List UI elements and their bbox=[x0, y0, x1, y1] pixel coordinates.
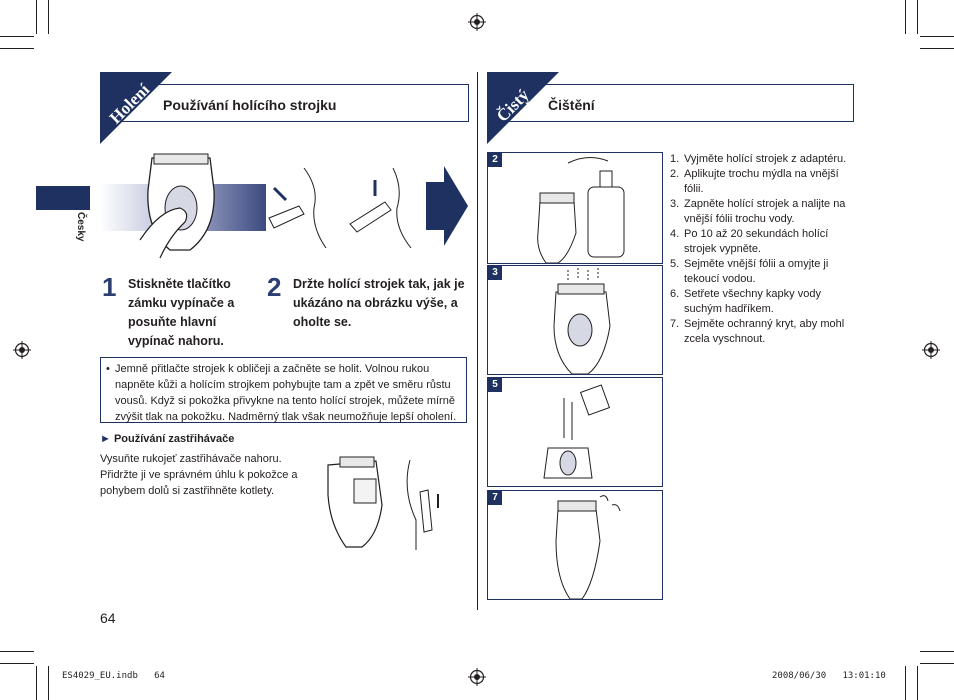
shaver-soap-illustration bbox=[537, 157, 625, 264]
list-item: 1.Vyjměte holící strojek z adaptéru. bbox=[670, 153, 847, 165]
page-divider bbox=[477, 72, 478, 610]
registration-mark-icon bbox=[468, 668, 486, 686]
triangle-right-icon: ► bbox=[100, 433, 111, 445]
section-title: Používání holícího strojku bbox=[163, 97, 337, 113]
shaver-rinse-illustration bbox=[553, 268, 611, 375]
step-number: 1 bbox=[102, 272, 117, 302]
crop-mark bbox=[920, 36, 954, 37]
illustration-panel: 7 bbox=[487, 490, 663, 600]
crop-mark bbox=[48, 0, 49, 34]
crop-mark bbox=[905, 0, 906, 34]
crop-mark bbox=[0, 663, 34, 664]
registration-mark-icon bbox=[468, 13, 486, 31]
step-text: Držte holící strojek tak, jak je ukázáno… bbox=[293, 277, 465, 329]
panel-number: 3 bbox=[488, 266, 502, 280]
step-number: 2 bbox=[267, 272, 282, 302]
panel-number: 7 bbox=[488, 491, 502, 505]
list-item: 6.Setřete všechny kapky vody suchým hadř… bbox=[670, 288, 821, 315]
language-tab bbox=[36, 186, 90, 210]
registration-mark-icon bbox=[13, 341, 31, 359]
step-text: Stiskněte tlačítko zámku vypínače a posu… bbox=[128, 277, 235, 348]
face-shaving-illustration-2 bbox=[349, 168, 412, 248]
note-text: Jemně přitlačte strojek k obličeji a zač… bbox=[115, 363, 457, 423]
panel-number: 2 bbox=[488, 153, 502, 167]
crop-mark bbox=[905, 666, 906, 700]
list-item: 5.Sejměte vnější fólii a omyjte ji tekou… bbox=[670, 258, 829, 285]
footer-file: ES4029_EU.indb 64 bbox=[62, 671, 165, 681]
foil-wash-illustration bbox=[543, 384, 611, 479]
crop-mark bbox=[920, 651, 954, 652]
footer-timestamp: 2008/06/30 13:01:10 bbox=[772, 671, 886, 681]
face-shaving-illustration bbox=[268, 168, 327, 248]
crop-mark bbox=[36, 0, 37, 34]
illustration-panel: 3 bbox=[487, 265, 663, 375]
sideburn-trimming-illustration bbox=[406, 460, 439, 550]
shaver-hand-illustration bbox=[139, 153, 215, 259]
shaver-dry-illustration bbox=[555, 495, 621, 600]
trimmer-text: Vysuňte rukojeť zastřihávače nahoru. Při… bbox=[100, 453, 298, 497]
list-item: 4.Po 10 až 20 sekundách holící strojek v… bbox=[670, 228, 829, 255]
list-item: 7.Sejměte ochranný kryt, aby mohl zcela … bbox=[670, 318, 845, 345]
list-item: 2.Aplikujte trochu mýdla na vnější fólii… bbox=[670, 168, 839, 195]
language-label: Česky bbox=[75, 212, 86, 242]
registration-mark-icon bbox=[922, 341, 940, 359]
crop-mark bbox=[917, 666, 918, 700]
crop-mark bbox=[36, 666, 37, 700]
list-item: 3.Zapněte holící strojek a nalijte na vn… bbox=[670, 198, 846, 225]
illustration-panel: 2 bbox=[487, 152, 663, 264]
crop-mark bbox=[920, 663, 954, 664]
panel-number: 5 bbox=[488, 378, 502, 392]
cleaning-steps-list: 1.Vyjměte holící strojek z adaptéru. 2.A… bbox=[670, 152, 850, 347]
illustration-panel: 5 bbox=[487, 377, 663, 487]
crop-mark bbox=[0, 651, 34, 652]
crop-mark bbox=[0, 36, 34, 37]
section-tab bbox=[100, 72, 172, 144]
subsection-title: ► Používání zastřihávače bbox=[100, 433, 235, 445]
crop-mark bbox=[48, 666, 49, 700]
crop-mark bbox=[917, 0, 918, 34]
arrow-right-icon bbox=[426, 166, 468, 246]
section-tab bbox=[487, 72, 559, 144]
crop-mark bbox=[920, 48, 954, 49]
page-number: 64 bbox=[100, 610, 116, 626]
crop-mark bbox=[0, 48, 34, 49]
section-title: Čištění bbox=[548, 97, 595, 113]
trimmer-illustration bbox=[327, 456, 383, 548]
note-box: • Jemně přitlačte strojek k obličeji a z… bbox=[100, 357, 467, 423]
